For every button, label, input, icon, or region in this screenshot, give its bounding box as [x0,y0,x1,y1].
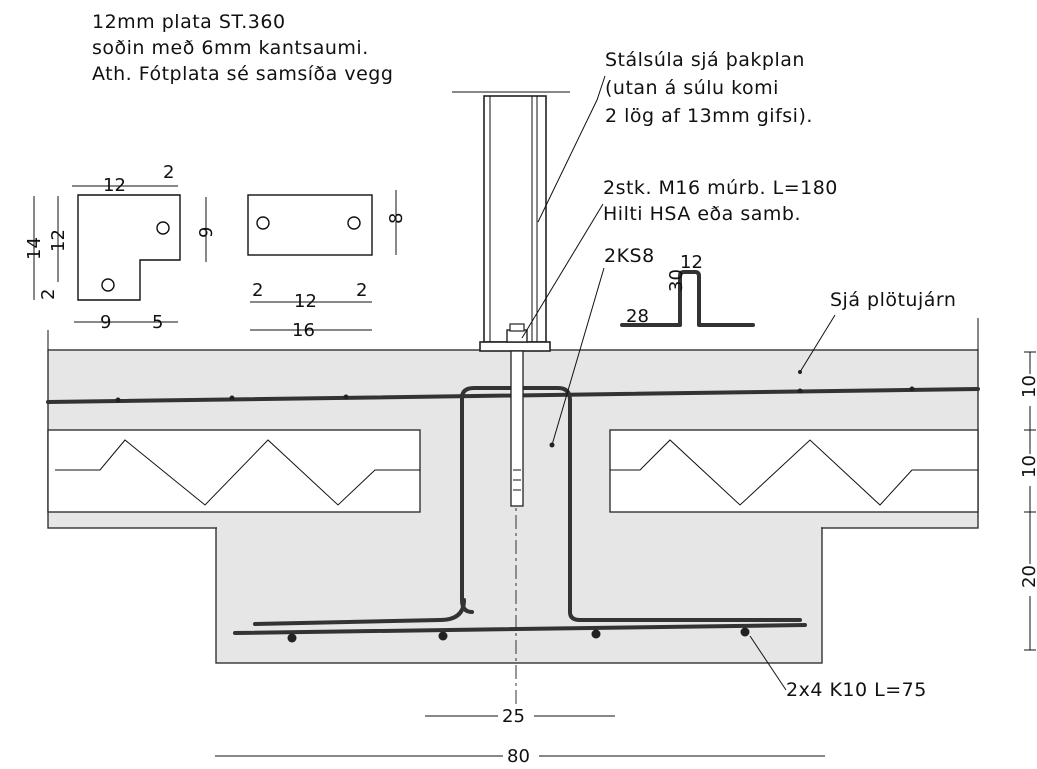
base-plate [479,341,551,352]
plate-iron-leader [799,314,836,373]
insulation-right [610,439,978,506]
dim-l-left-inner: 12 [48,229,69,252]
stirrup-leader [551,267,605,446]
footing [215,527,823,664]
dim-l-bottom-a: 9 [100,312,111,333]
anchor-note-1: 2stk. M16 múrb. L=180 [603,177,838,199]
stirrup-label: 2KS8 [604,245,655,267]
dim-l-bottom-b: 5 [152,312,163,333]
dim-r-mid-b: 12 [294,291,317,312]
slab-rebar-dots [115,386,915,403]
void-right [609,429,979,513]
dim-h3: 20 [1019,565,1037,588]
stirrup-left-foot [253,598,466,626]
anchor-note-2: Hilti HSA eða samb. [603,203,801,225]
dim-stirrup-foot: 28 [626,306,649,327]
dim-l-right: 9 [196,227,217,238]
anchor-leader [521,203,604,339]
bottom-bar-dots [287,627,750,643]
dim-r-mid-a: 2 [252,280,263,301]
plate-rect-detail: 8 2 12 2 16 [247,190,407,341]
insulation-left [55,439,420,506]
dim-h2: 10 [1019,455,1037,478]
plate-note-3: Ath. Fótplata sé samsíða vegg [92,63,393,85]
dim-l-top-b: 2 [163,162,174,183]
dim-l-top-a: 12 [103,175,126,196]
dim-r-right: 8 [386,213,407,224]
section-dimensions: 25 80 10 10 20 [215,351,1037,767]
column-note-1: Stálsúla sjá þakplan [605,49,805,71]
plate-iron-note: Sjá plötujárn [830,289,956,311]
stirrup-shape-detail: 12 30 28 [620,252,755,327]
column-leader [537,75,606,223]
column-note-2: (utan á súlu komi [605,77,779,99]
column-note-3: 2 lög af 13mm gifsi). [605,105,813,127]
anchor-bolt [506,323,528,507]
steel-column [452,91,570,352]
dim-overall: 80 [507,746,530,767]
bottom-rebar [233,623,807,635]
dim-r-total: 16 [292,320,315,341]
dim-inner: 25 [502,706,525,727]
dim-r-mid-c: 2 [356,280,367,301]
plate-note-1: 12mm plata ST.360 [92,11,286,33]
plate-note-2: soðin með 6mm kantsaumi. [92,37,369,59]
bottom-bars-leader [749,635,787,691]
dim-l-left-low: 2 [38,289,59,300]
dim-stirrup-leg: 30 [666,269,687,292]
void-left [47,429,421,513]
dim-h1: 10 [1019,375,1037,398]
plate-l-detail: 12 2 9 14 12 2 9 5 [24,162,217,333]
dim-stirrup-top: 12 [680,252,703,273]
bottom-bars-note: 2x4 K10 L=75 [786,679,927,701]
dim-l-left-outer: 14 [24,237,45,260]
